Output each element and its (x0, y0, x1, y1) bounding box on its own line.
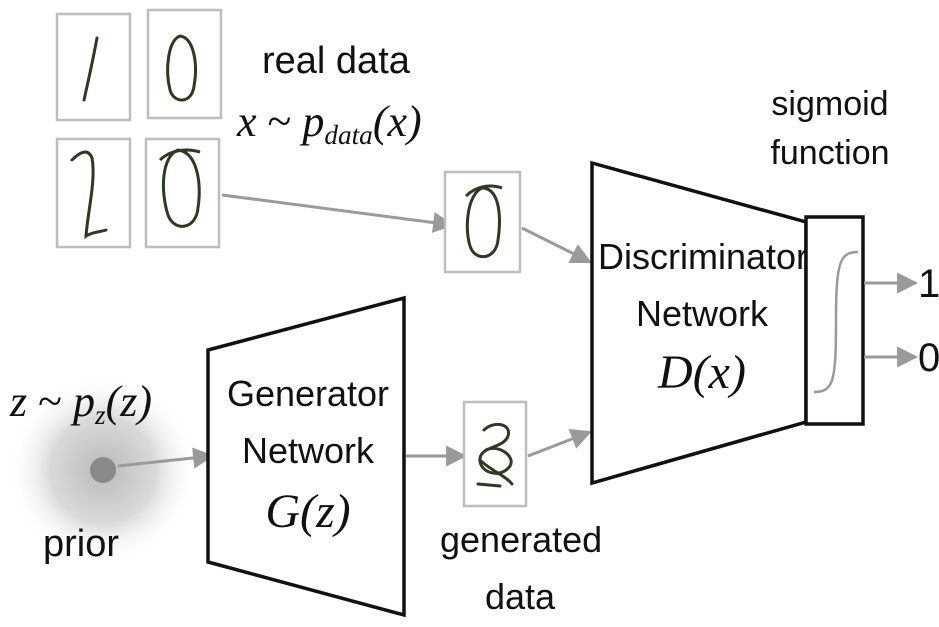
generator-label-line2: Network (241, 430, 375, 472)
real-sample-box-4 (144, 137, 221, 249)
sigmoid-label: sigmoid function (760, 84, 900, 174)
output-low-label: 0 (918, 336, 939, 380)
real-sample-box-1 (55, 12, 132, 122)
handwritten-generated-scribble (476, 422, 514, 488)
sigmoid-label-line1: sigmoid (771, 85, 889, 123)
prior-dot (90, 457, 116, 483)
sample-to-discriminator-arrow (521, 226, 592, 264)
real-to-sample-arrow (221, 193, 455, 233)
sigmoid-label-line2: function (770, 133, 890, 172)
prior-formula: z ~ pz(z) (10, 380, 152, 429)
generator-network-shape (206, 295, 406, 618)
real-data-formula: x ~ pdata(x) (237, 100, 422, 149)
discriminator-function: D(x) (658, 346, 746, 400)
sigmoid-curve (813, 250, 859, 394)
prior-formula-sub: z (94, 400, 106, 431)
prior-formula-p: p (72, 377, 95, 426)
prior-label: prior (43, 523, 120, 565)
generator-label: Generator Network G(z) (215, 372, 401, 536)
generator-function: G(z) (265, 485, 351, 539)
handwritten-digit-zero-selected (464, 184, 503, 258)
generated-data-label-line1: generated (440, 519, 603, 560)
generated-data-label: generated data (440, 518, 603, 618)
real-sample-box-3 (55, 137, 132, 249)
discriminator-label: Discriminator Network D(x) (598, 235, 809, 400)
real-samples-grid (55, 8, 223, 249)
real-data-formula-sub: data (324, 120, 373, 151)
real-data-formula-var: x (237, 97, 257, 146)
handwritten-digit-one-a (82, 36, 99, 102)
output-high-label: 1 (918, 262, 939, 306)
generated-sample-box (462, 400, 528, 508)
generated-data-label-line2: data (484, 576, 556, 618)
prior-formula-op: ~ (38, 377, 62, 426)
real-data-label: real data (262, 40, 410, 82)
real-data-formula-op: ~ (267, 97, 292, 146)
prior-formula-var: z (10, 377, 28, 426)
real-sample-box-2 (146, 8, 223, 120)
discriminator-label-line2: Network (635, 293, 769, 335)
handwritten-digit-zero-a (166, 34, 197, 102)
generated-to-discriminator-arrow (527, 429, 592, 458)
handwritten-digit-one-b (70, 150, 108, 239)
prior-to-generator-arrow (117, 447, 215, 469)
discriminator-label-line1: Discriminator (598, 236, 809, 277)
prior-formula-arg: (z) (105, 377, 152, 426)
real-data-formula-p: p (302, 97, 325, 146)
handwritten-digit-zero-b (158, 148, 201, 228)
generator-label-line1: Generator (226, 373, 390, 414)
real-data-formula-arg: (x) (372, 97, 422, 146)
